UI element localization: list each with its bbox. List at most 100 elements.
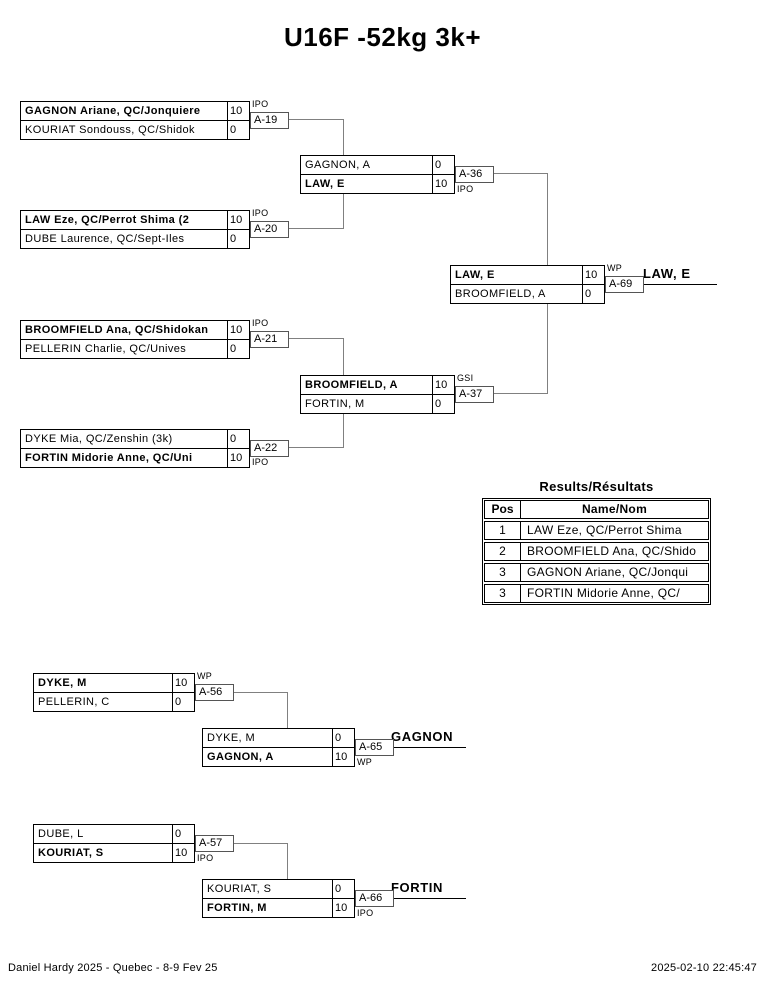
- win-type-label: IPO: [197, 853, 214, 863]
- match-box-a66: KOURIAT, S 0 FORTIN, M 10: [202, 879, 355, 918]
- results-row: 3 GAGNON Ariane, QC/Jonqui: [484, 563, 709, 582]
- win-type-label: IPO: [252, 99, 269, 109]
- competitor-name: KOURIAT, S: [207, 883, 272, 895]
- match-row: PELLERIN, C 0: [34, 692, 194, 711]
- winner-line: [389, 898, 466, 899]
- results-header-pos: Pos: [485, 501, 521, 518]
- match-row: DUBE, L 0: [34, 825, 194, 843]
- competitor-name: LAW, E: [455, 269, 495, 281]
- competitor-name: PELLERIN, C: [38, 696, 110, 708]
- score-value: 0: [227, 340, 249, 358]
- score-value: 0: [172, 693, 194, 711]
- connector-line: [284, 338, 343, 339]
- result-name: GAGNON Ariane, QC/Jonqui: [527, 565, 689, 579]
- competitor-name: DYKE, M: [207, 732, 256, 744]
- score-value: 10: [227, 102, 249, 120]
- win-type-label: WP: [607, 263, 623, 273]
- match-row: KOURIAT Sondouss, QC/Shidok 0: [21, 120, 249, 139]
- footer-credit: Daniel Hardy 2025 - Quebec - 8-9 Fev 25: [8, 962, 218, 974]
- match-box-a56: DYKE, M 10 PELLERIN, C 0: [33, 673, 195, 712]
- page-title: U16F -52kg 3k+: [283, 22, 482, 52]
- score-value: 10: [432, 376, 454, 394]
- competitor-name: DYKE, M: [38, 677, 87, 689]
- match-row: DUBE Laurence, QC/Sept-Iles 0: [21, 229, 249, 248]
- competitor-name: GAGNON, A: [305, 159, 371, 171]
- win-type-label: IPO: [357, 908, 374, 918]
- connector-line: [547, 173, 548, 265]
- connector-line: [491, 393, 547, 394]
- match-box-a65: DYKE, M 0 GAGNON, A 10: [202, 728, 355, 767]
- winner-name: LAW, E: [643, 266, 691, 281]
- score-value: 10: [332, 748, 354, 766]
- result-pos: 1: [485, 522, 521, 539]
- win-type-label: IPO: [252, 457, 269, 467]
- match-number: A-21: [250, 331, 289, 348]
- score-value: 10: [172, 674, 194, 692]
- score-value: 10: [227, 211, 249, 229]
- score-value: 0: [172, 825, 194, 843]
- match-row: GAGNON Ariane, QC/Jonquiere 10: [21, 102, 249, 120]
- connector-line: [284, 119, 343, 120]
- match-row: BROOMFIELD Ana, QC/Shidokan 10: [21, 321, 249, 339]
- competitor-name: PELLERIN Charlie, QC/Unives: [25, 343, 187, 355]
- results-header-row: Pos Name/Nom: [484, 500, 709, 519]
- match-number: A-65: [355, 739, 394, 756]
- connector-line: [343, 194, 344, 229]
- score-value: 0: [227, 121, 249, 139]
- score-value: 0: [332, 729, 354, 747]
- competitor-name: BROOMFIELD Ana, QC/Shidokan: [25, 324, 209, 336]
- competitor-name: LAW Eze, QC/Perrot Shima (2: [25, 214, 190, 226]
- connector-line: [231, 692, 287, 693]
- score-value: 0: [582, 285, 604, 303]
- match-number: A-56: [195, 684, 234, 701]
- score-value: 10: [227, 321, 249, 339]
- match-row: GAGNON, A 0: [301, 156, 454, 174]
- match-number: A-37: [455, 386, 494, 403]
- connector-line: [491, 173, 547, 174]
- match-box-a20: LAW Eze, QC/Perrot Shima (2 10 DUBE Laur…: [20, 210, 250, 249]
- score-value: 10: [432, 175, 454, 193]
- competitor-name: GAGNON, A: [207, 751, 274, 763]
- competitor-name: GAGNON Ariane, QC/Jonquiere: [25, 105, 201, 117]
- match-box-a19: GAGNON Ariane, QC/Jonquiere 10 KOURIAT S…: [20, 101, 250, 140]
- result-pos: 3: [485, 585, 521, 602]
- match-box-a22: DYKE Mia, QC/Zenshin (3k) 0 FORTIN Midor…: [20, 429, 250, 468]
- win-type-label: IPO: [252, 208, 269, 218]
- connector-line: [547, 304, 548, 394]
- win-type-label: GSI: [457, 373, 474, 383]
- win-type-label: IPO: [457, 184, 474, 194]
- results-title: Results/Résultats: [539, 479, 654, 494]
- match-box-a36: GAGNON, A 0 LAW, E 10: [300, 155, 455, 194]
- score-value: 0: [432, 395, 454, 413]
- match-number: A-69: [605, 276, 644, 293]
- match-box-a37: BROOMFIELD, A 10 FORTIN, M 0: [300, 375, 455, 414]
- match-row: LAW, E 10: [301, 174, 454, 193]
- match-box-a21: BROOMFIELD Ana, QC/Shidokan 10 PELLERIN …: [20, 320, 250, 359]
- match-row: PELLERIN Charlie, QC/Unives 0: [21, 339, 249, 358]
- score-value: 0: [332, 880, 354, 898]
- result-pos: 3: [485, 564, 521, 581]
- match-row: BROOMFIELD, A 0: [451, 284, 604, 303]
- results-header-name: Name/Nom: [581, 502, 648, 516]
- results-row: 1 LAW Eze, QC/Perrot Shima: [484, 521, 709, 540]
- match-number: A-66: [355, 890, 394, 907]
- match-number: A-19: [250, 112, 289, 129]
- result-name: LAW Eze, QC/Perrot Shima: [527, 523, 682, 537]
- match-number: A-22: [250, 440, 289, 457]
- score-value: 0: [432, 156, 454, 174]
- competitor-name: KOURIAT Sondouss, QC/Shidok: [25, 124, 195, 136]
- score-value: 10: [582, 266, 604, 284]
- connector-line: [284, 228, 343, 229]
- competitor-name: KOURIAT, S: [38, 847, 104, 859]
- connector-line: [231, 843, 287, 844]
- competitor-name: FORTIN Midorie Anne, QC/Uni: [25, 452, 193, 464]
- win-type-label: IPO: [252, 318, 269, 328]
- result-name: BROOMFIELD Ana, QC/Shido: [527, 544, 697, 558]
- competitor-name: BROOMFIELD, A: [455, 288, 546, 300]
- match-box-a57: DUBE, L 0 KOURIAT, S 10: [33, 824, 195, 863]
- connector-line: [343, 338, 344, 375]
- match-row: FORTIN Midorie Anne, QC/Uni 10: [21, 448, 249, 467]
- match-row: DYKE, M 10: [34, 674, 194, 692]
- score-value: 10: [332, 899, 354, 917]
